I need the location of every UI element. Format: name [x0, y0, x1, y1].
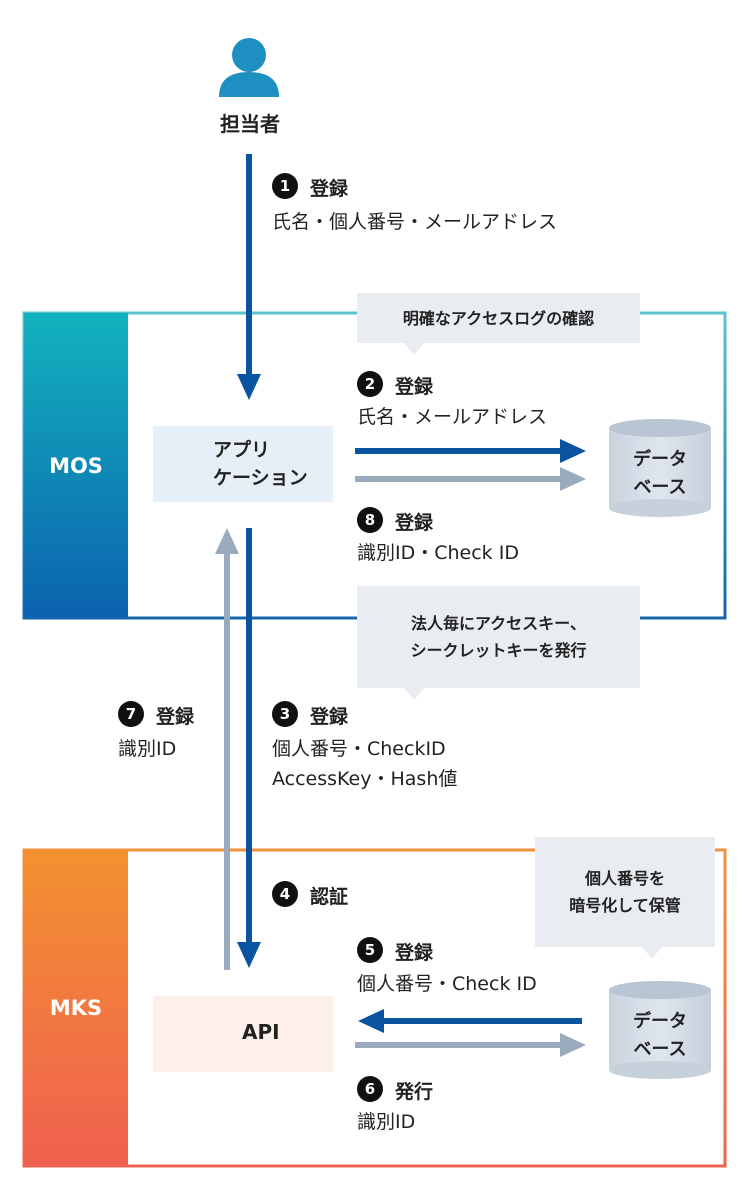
step-desc-6: 識別ID [357, 1111, 416, 1133]
note-access-keys: 法人毎にアクセスキー、 シークレットキーを発行 [357, 586, 640, 688]
step-desc-1: 氏名・個人番号・メールアドレス [272, 211, 558, 233]
arrow-api-to-app [215, 528, 239, 970]
database-label-mos-line2: ベース [633, 477, 687, 498]
note-access-keys-tail [404, 688, 424, 700]
user-label: 担当者 [220, 112, 280, 136]
note-access-log-tail [404, 343, 424, 355]
step-badge-2: 2 [357, 371, 383, 397]
database-label-mos-line1: データ [633, 449, 687, 470]
database-icon-mos [609, 419, 711, 517]
arrow-db-to-api [358, 1009, 582, 1033]
step-title-3: 登録 [310, 706, 349, 728]
step-badge-1: 1 [272, 173, 298, 199]
step-desc-8: 識別ID・Check ID [357, 542, 519, 564]
note-encrypt: 個人番号を 暗号化して保管 [535, 837, 715, 947]
step-title-4: 認証 [310, 886, 349, 908]
mks-sidebar [24, 850, 128, 1166]
database-label-mks: データ ベース [609, 1008, 711, 1064]
api-box[interactable] [153, 996, 333, 1072]
note-encrypt-line2: 暗号化して保管 [569, 896, 681, 915]
step-badge-5: 5 [357, 937, 383, 963]
api-label: API [242, 1020, 280, 1044]
person-icon [219, 38, 279, 97]
note-access-log-text: 明確なアクセスログの確認 [402, 308, 595, 328]
step-desc-2: 氏名・メールアドレス [357, 406, 548, 428]
step-badge-4: 4 [272, 881, 298, 907]
step-desc-5: 個人番号・Check ID [357, 973, 537, 995]
note-encrypt-line1: 個人番号を [584, 869, 665, 888]
step-title-7: 登録 [156, 706, 195, 728]
arrow-api-to-db [355, 1033, 586, 1057]
database-icon-mks [609, 981, 711, 1079]
step-desc-7: 識別ID [118, 738, 177, 760]
step-badge-6: 6 [357, 1076, 383, 1102]
step-desc-3-line2: AccessKey・Hash値 [272, 768, 458, 790]
application-box[interactable] [153, 426, 333, 502]
step-desc-3-line1: 個人番号・CheckID [272, 738, 446, 760]
step-title-2: 登録 [395, 376, 434, 398]
application-label-line2: ケーション [213, 467, 308, 489]
step-title-5: 登録 [395, 942, 434, 964]
step-title-1: 登録 [310, 178, 349, 200]
note-access-keys-line1: 法人毎にアクセスキー、 [410, 614, 587, 633]
note-access-keys-line2: シークレットキーを発行 [410, 641, 587, 660]
note-encrypt-tail [642, 947, 662, 959]
mks-label: MKS [49, 996, 103, 1020]
database-label-mks-line2: ベース [633, 1039, 687, 1060]
mos-label: MOS [49, 453, 103, 478]
arrow-user-to-app [237, 154, 261, 400]
step-badge-7: 7 [118, 701, 144, 727]
arrow-app-to-db [355, 439, 586, 463]
database-label-mos: データ ベース [609, 446, 711, 502]
database-label-mks-line1: データ [633, 1011, 687, 1032]
step-badge-8: 8 [357, 507, 383, 533]
application-label-line1: アプリ [213, 439, 271, 461]
step-title-6: 発行 [395, 1081, 434, 1103]
arrow-app-to-api [237, 528, 261, 968]
application-label: アプリ ケーション [213, 436, 308, 492]
arrow-app-to-db-id [355, 467, 586, 491]
step-badge-3: 3 [272, 701, 298, 727]
note-access-log: 明確なアクセスログの確認 [357, 293, 640, 343]
step-title-8: 登録 [395, 512, 434, 534]
mos-sidebar [24, 313, 128, 618]
